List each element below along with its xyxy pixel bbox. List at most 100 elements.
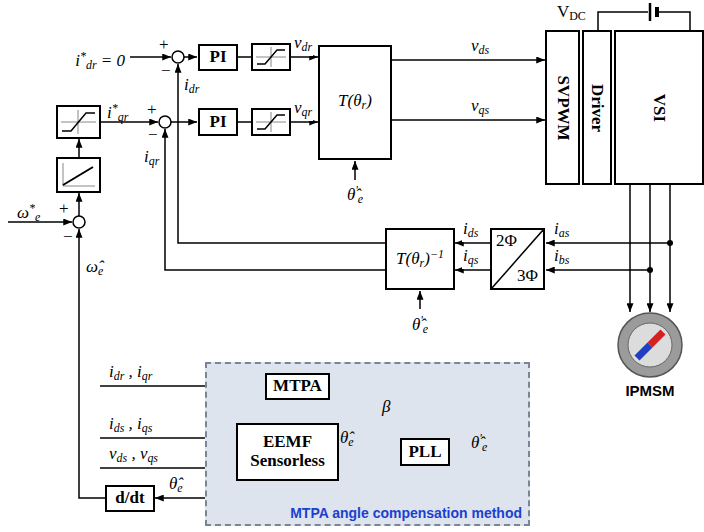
text-run: dr [302,40,313,54]
process-box: PI [198,44,238,71]
text-run: ' [479,431,482,445]
transform-box: T(θr)−1 [385,228,455,290]
text-run: dr [86,58,97,72]
text-run: qs [142,421,153,435]
summing-junction [172,51,184,63]
text-run: i [144,147,149,166]
process-box: PI [198,108,238,136]
signal-label: vds , vqs [108,445,159,467]
text-run: qs [479,103,490,117]
signal-label: ω̂e [85,258,104,280]
text-run: qr [142,369,153,383]
signal-label: + [146,101,158,119]
signal-arrow [629,185,631,312]
text-run: v [471,36,479,55]
summing-junction [73,216,85,228]
node-text: PI [210,48,227,67]
text-run: i [75,51,80,70]
text-run: qr [118,110,129,124]
divider-line [492,230,543,288]
text-run: i [184,75,189,94]
limiter-curve [257,115,285,129]
signal-arrow [238,121,318,123]
node-text: 3Φ [517,267,538,286]
text-run: θ̂ [471,433,479,452]
signal-label: ids , iqs [108,415,153,437]
text-run: v [294,98,302,117]
text-run: , i [124,362,141,381]
signal-label: vdr [293,34,313,56]
signal-arrow [238,56,318,58]
text-run: T(θ [338,91,361,110]
text-run: V [557,2,569,21]
text-run: bs [559,253,570,267]
signal-arrow [392,59,545,61]
node-text: MTPA [273,377,322,396]
process-box: PLL [400,438,450,466]
inverter-box: VSI [614,30,704,185]
process-box: d/dt [105,485,155,512]
signal-label: − [62,228,74,246]
phase-converter-box: 2Φ3Φ [490,228,545,290]
text-run: θ̂ [347,185,355,204]
text-run: qr [302,105,313,119]
text-run: as [559,226,570,240]
signal-label: ias [553,220,570,242]
node-text: T(θr)−1 [396,248,444,270]
text-run: i [109,362,114,381]
text-run: ω [17,203,29,222]
text-run: , i [124,414,141,433]
text-run: θ̂ [412,315,420,334]
wire [354,161,356,180]
ramp-axes [63,163,95,186]
text-run: i [107,103,112,122]
wire [78,139,80,158]
signal-label: VDC [556,3,587,25]
text-run: v [471,96,479,115]
signal-label: i*qr [106,99,129,126]
limiter-axes [61,110,96,134]
signal-arrow [392,119,545,121]
process-box: EEMF Sensorless [236,423,339,481]
signal-arrow [649,185,651,312]
text-run: e [482,440,487,454]
wire [598,12,690,30]
signal-label: − [147,126,159,144]
text-run: i [109,414,114,433]
wire [184,56,197,58]
text-run: DC [569,9,586,23]
motor-icon [617,312,683,378]
signal-label: + [58,200,70,218]
wire [78,193,80,216]
node-text: PLL [408,443,441,462]
wire [130,56,171,58]
node-text: EEMF Sensorless [238,433,337,470]
text-run: e [348,435,353,449]
limiter-curve [62,113,95,131]
signal-label: idr , iqr [108,363,153,385]
signal-label: + [158,36,170,54]
signal-label: θ̂'e [411,311,429,338]
text-run: * [29,201,35,215]
node-text: VSI [650,93,669,121]
limiter-block [252,44,290,70]
text-run: θ̂ [169,474,177,493]
text-run: qs [147,451,158,465]
node-text: SVPWM [553,75,572,140]
text-run: e [423,322,428,336]
signal-label: θ̂'e [346,181,364,208]
text-run: ' [355,183,358,197]
text-run: θ̂ [340,428,348,447]
text-run: i [554,219,559,238]
text-run: e [358,192,363,206]
svpwm-box: SVPWM [545,30,580,185]
text-run: r [362,99,367,113]
signal-label: vqs [470,97,490,119]
limiter-block [252,109,290,135]
text-run: v [294,33,302,52]
signal-arrow [455,242,490,244]
limiter-axes [256,47,286,67]
signal-label: θ̂'e [470,429,488,456]
text-run: r [420,256,425,270]
signal-label: iqs [462,247,479,269]
